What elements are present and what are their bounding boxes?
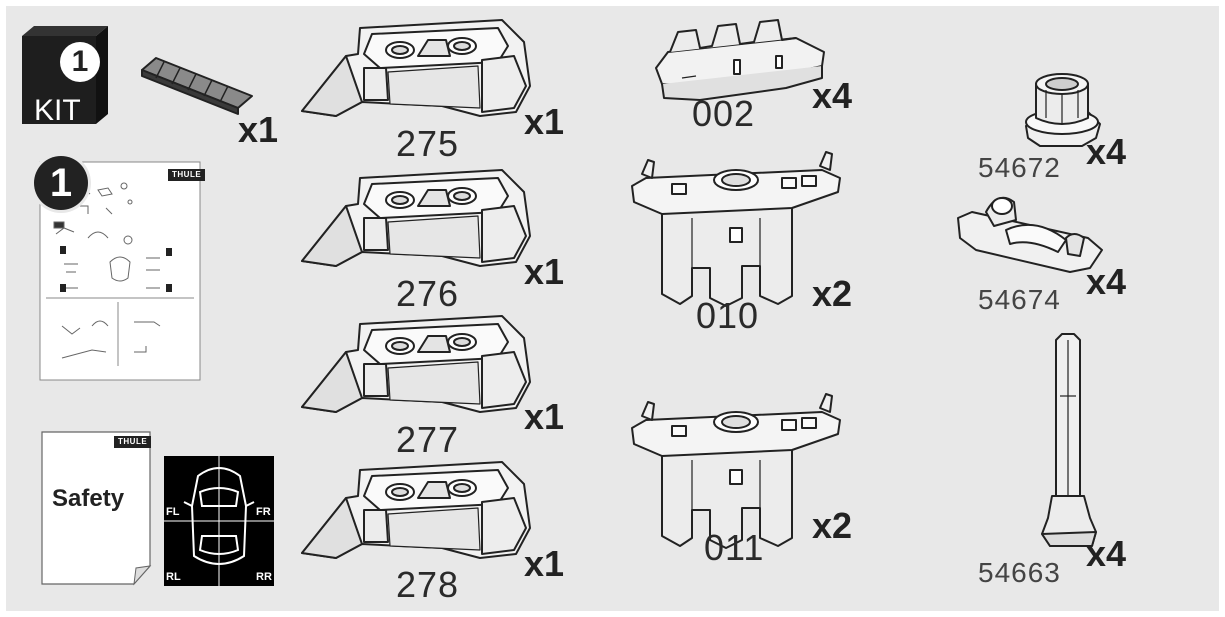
nut-54672-icon [1025,73,1101,147]
clip-54674-code: 54674 [978,284,1061,315]
foot-pad-278-quantity: x1 [524,543,565,584]
bracket-002-code: 002 [692,93,756,134]
foot-pad-277-code: 277 [396,419,460,460]
position-front-right: FR [256,506,271,518]
position-front-left: FL [166,506,180,518]
foot-pad-276-quantity: x1 [524,251,565,292]
safety-title: Safety [52,485,125,512]
clamp-010-code: 010 [696,295,760,336]
bracket-002-icon [655,19,825,101]
foot-pad-277-icon [301,315,531,413]
nut-54672-quantity: x4 [1086,131,1127,172]
pad-strip-quantity: x1 [238,109,279,150]
instructions-brand-logo: THULE [168,169,206,181]
position-rear-left: RL [166,571,181,583]
position-card-icon [164,456,274,586]
safety-brand-logo: THULE [114,436,152,448]
bolt-54663-code: 54663 [978,557,1061,588]
foot-pad-276-icon [301,169,531,267]
foot-pad-276-code: 276 [396,273,460,314]
kit-label: KIT [34,94,81,127]
parts-illustration [22,19,1103,586]
clip-54674-quantity: x4 [1086,261,1127,302]
bracket-002-quantity: x4 [812,75,853,116]
safety-booklet-icon [41,431,152,586]
pad-strip-icon [141,57,253,115]
booklet-step-number: 1 [34,156,88,210]
bolt-54663-icon [1041,333,1097,547]
clamp-010-icon [631,151,841,307]
foot-pad-275-quantity: x1 [524,101,565,142]
parts-sheet: 1 KIT 1 THULE THULE Safety FL FR RL RR x… [6,6,1219,611]
clamp-011-quantity: x2 [812,505,853,546]
clamp-010-quantity: x2 [812,273,853,314]
foot-pad-275-icon [301,19,531,117]
clamp-011-code: 011 [704,527,765,568]
foot-pad-278-icon [301,461,531,559]
position-rear-right: RR [256,571,272,583]
clip-54674-icon [957,196,1103,273]
kit-step-number: 1 [60,42,100,82]
bolt-54663-quantity: x4 [1086,533,1127,574]
foot-pad-275-code: 275 [396,123,460,164]
clamp-011-icon [631,393,841,549]
nut-54672-code: 54672 [978,152,1061,183]
foot-pad-277-quantity: x1 [524,396,565,437]
foot-pad-278-code: 278 [396,564,460,605]
